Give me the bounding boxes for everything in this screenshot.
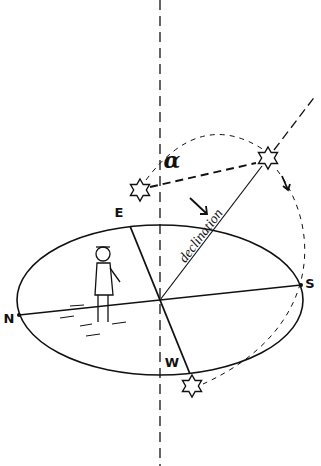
star-symbol bbox=[258, 147, 277, 169]
compass-letter: W bbox=[165, 356, 179, 369]
compass-letter: S bbox=[305, 277, 314, 290]
compass-letter: N bbox=[4, 312, 15, 325]
angle-arrow bbox=[190, 198, 207, 214]
star-symbol bbox=[130, 179, 149, 201]
star-symbol bbox=[182, 375, 201, 397]
ground-hatching bbox=[60, 305, 126, 336]
axis-label: declination bbox=[176, 207, 225, 266]
observer-figure bbox=[95, 247, 120, 322]
zenith-line bbox=[159, 0, 160, 466]
declination-line bbox=[160, 166, 262, 300]
angle-symbol: α bbox=[164, 149, 181, 171]
motion-arrow bbox=[282, 176, 290, 190]
star-ray bbox=[274, 95, 316, 150]
compass-letter: E bbox=[115, 206, 124, 219]
north-point bbox=[17, 313, 21, 317]
star-path bbox=[203, 170, 305, 384]
star-path bbox=[146, 135, 264, 180]
